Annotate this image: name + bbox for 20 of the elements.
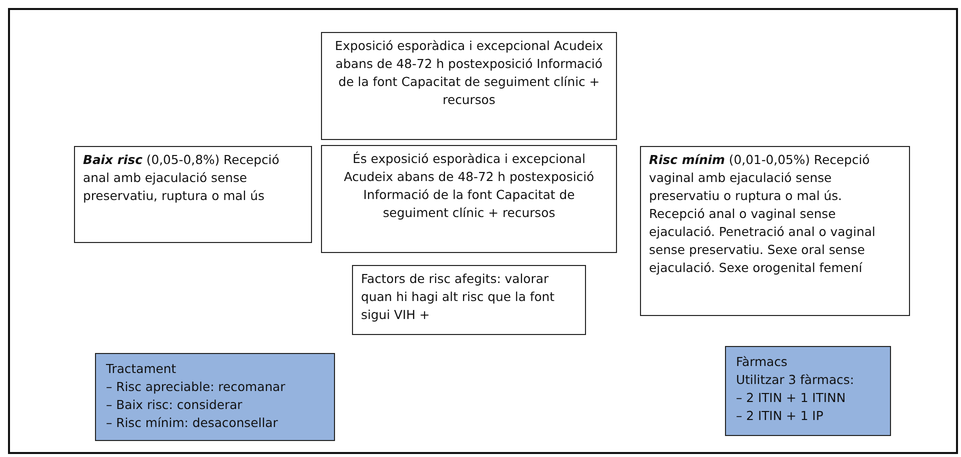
treatment-box — [95, 353, 335, 441]
criteria-box — [321, 145, 617, 253]
box-text: Factors de risc afegits: valorar quan hi hagi alt risc que la font sigui VIH + — [361, 270, 556, 324]
box-text: – Risc apreciable: recomanar — [106, 378, 286, 396]
box-text: – Baix risc: considerar — [106, 396, 244, 414]
box-heading: Tractament — [106, 360, 178, 378]
box-heading: Fàrmacs — [736, 353, 788, 371]
criteria-box — [321, 32, 617, 140]
box-text: És exposició esporàdica i excepcional Acudeix abans de 48-72 h postexposició Informació de la font Capacitat de seguiment clínic + recursos — [342, 150, 596, 222]
drugs-box — [725, 346, 891, 436]
box-text: Baix risc (0,05-0,8%) Recepció anal amb ejaculació sense preservatiu, ruptura o mal ús — [83, 151, 280, 205]
box-text: Utilitzar 3 fàrmacs: — [736, 371, 856, 389]
box-text: Risc mínim (0,01-0,05%) Recepció vaginal amb ejaculació sense preservatiu o ruptura o mal ús. Recepció anal o vaginal sense ejaculació. Penetració anal o vaginal sense preservatiu. Sexe oral sense ejaculació. Sexe orogenital femení — [649, 151, 876, 277]
risk-box — [640, 146, 910, 316]
risk-box — [74, 146, 312, 243]
note-box — [352, 265, 586, 335]
box-text: – Risc mínim: desaconsellar — [106, 414, 279, 432]
box-text: – 2 ITIN + 1 ITINN — [736, 389, 847, 407]
box-text: Exposició esporàdica i excepcional Acudeix abans de 48-72 h postexposició Informació de la font Capacitat de seguiment clínic + recursos — [334, 37, 604, 109]
box-text: – 2 ITIN + 1 IP — [736, 407, 824, 425]
